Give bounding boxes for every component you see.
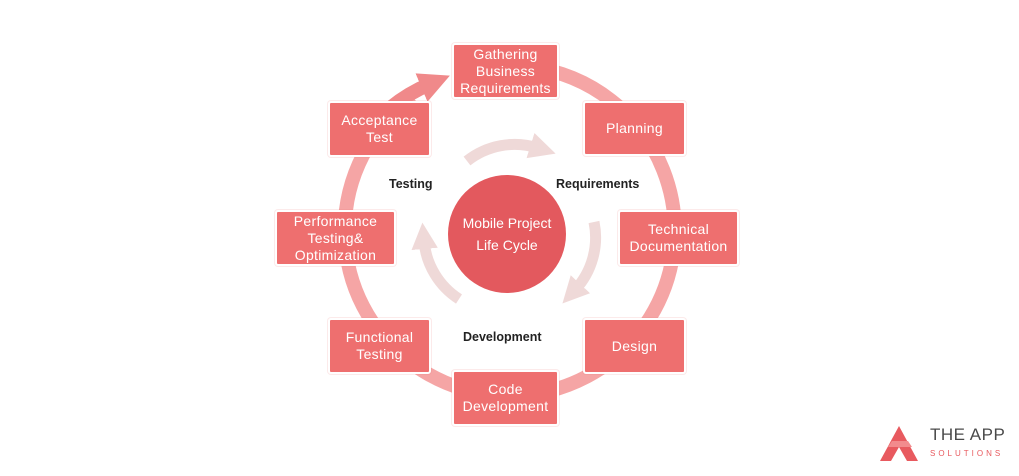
stage-functional-testing: Functional Testing (328, 318, 431, 374)
phase-requirements-label: Requirements (556, 177, 640, 191)
center-circle: Mobile Project Life Cycle (448, 175, 566, 293)
logo-subtitle: SOLUTIONS (930, 449, 1004, 458)
inner-arrow-requirements (463, 133, 556, 166)
logo-title: THE APP (930, 425, 1006, 444)
phase-development-label: Development (463, 330, 542, 344)
stage-code-development: Code Development (452, 370, 559, 426)
stage-gathering-business-requirements: Gathering Business Requirements (452, 43, 559, 99)
stage-design: Design (583, 318, 686, 374)
stage-acceptance-test: Acceptance Test (328, 101, 431, 157)
inner-arrow-testing (411, 222, 463, 304)
inner-arrow-development (562, 220, 602, 304)
phase-testing-label: Testing (389, 177, 433, 191)
stage-performance-testing-optimization: Performance Testing& Optimization (275, 210, 396, 266)
brand-logo: THE APP SOLUTIONS (876, 423, 1006, 465)
logo-mark-icon (880, 426, 918, 461)
stage-technical-documentation: Technical Documentation (618, 210, 739, 266)
stage-planning: Planning (583, 101, 686, 156)
